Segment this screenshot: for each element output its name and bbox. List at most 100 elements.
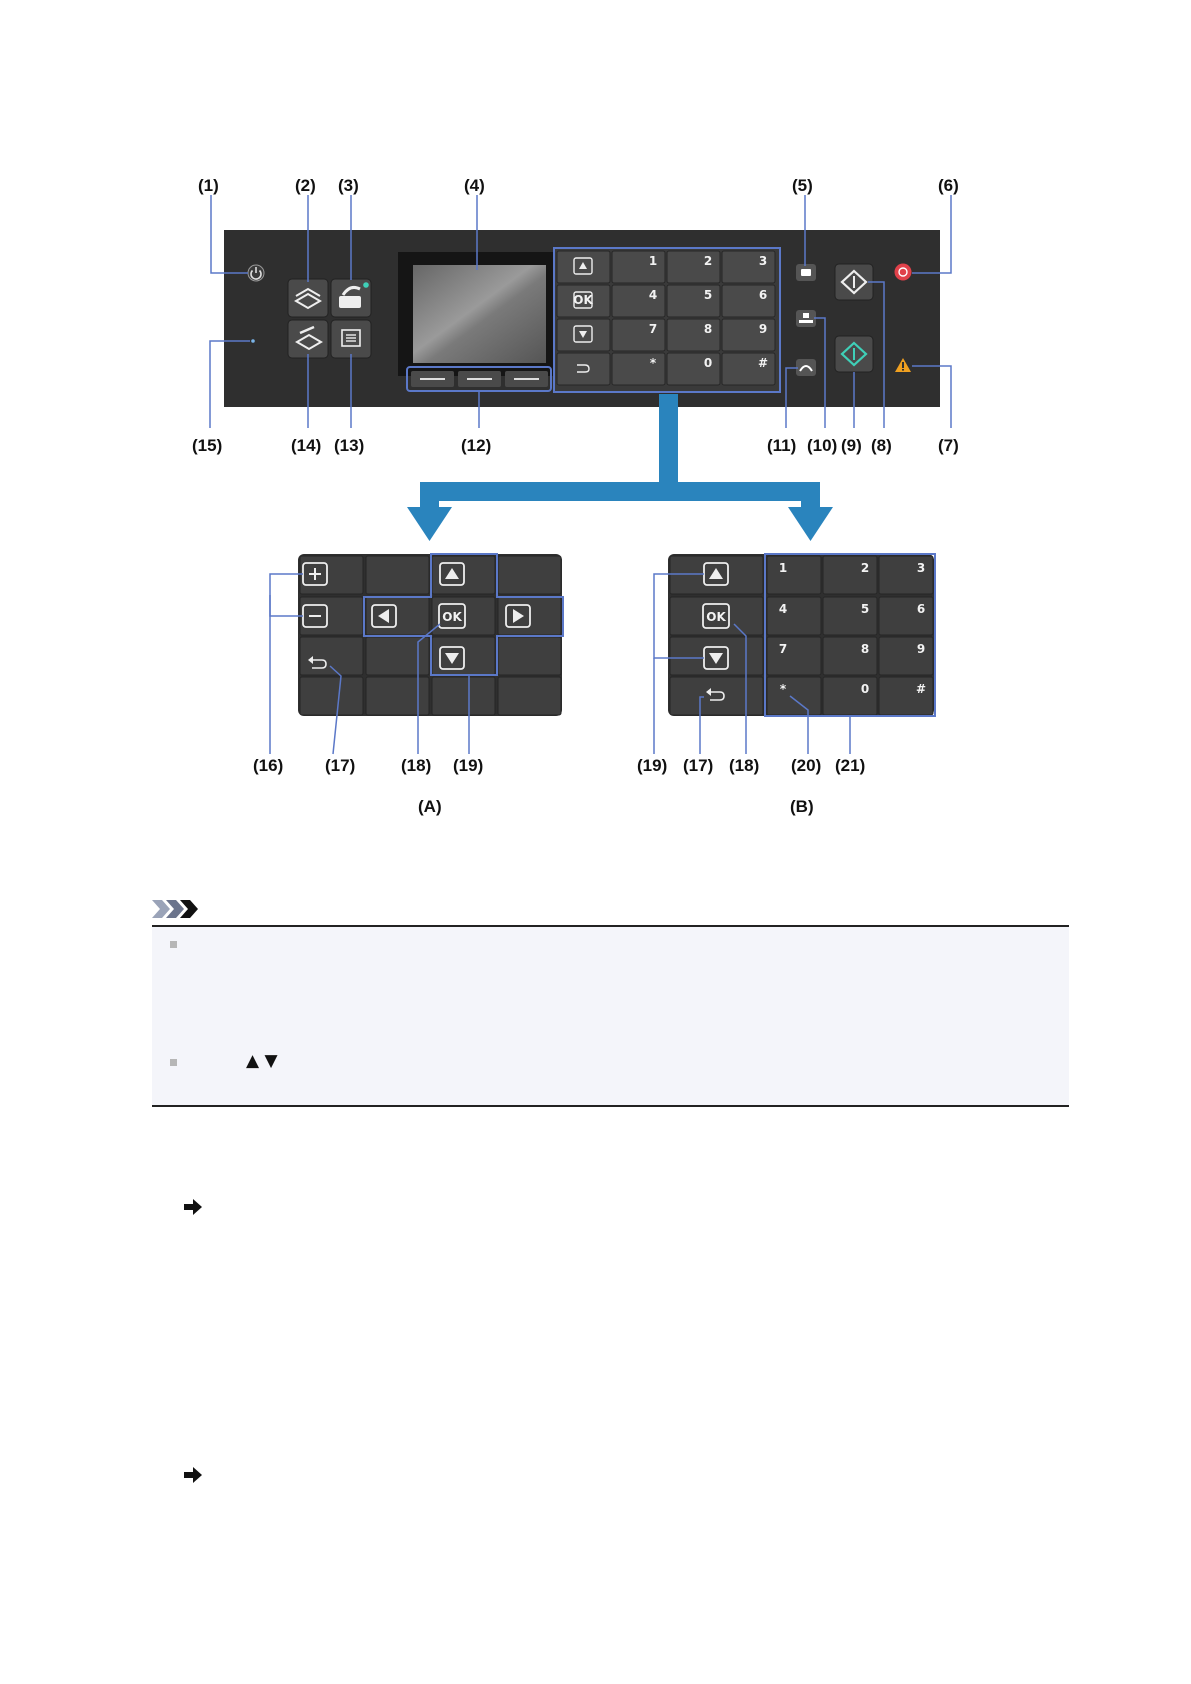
left-button-a[interactable]: [371, 604, 397, 628]
callout-14: (14): [291, 436, 321, 455]
callout-7: (7): [938, 436, 959, 455]
ok-button-b[interactable]: OK: [702, 603, 730, 629]
cursor-keys-highlight: [363, 553, 564, 676]
copy-button[interactable]: [287, 278, 329, 318]
panel-b-digit-key[interactable]: [822, 596, 878, 636]
main-digit-label: #: [758, 356, 768, 370]
ok-label-a: OK: [442, 610, 462, 624]
callout-2: (2): [295, 176, 316, 195]
panel-b-digit-key[interactable]: [878, 636, 934, 676]
callout-6: (6): [938, 176, 959, 195]
callout-15: (15): [192, 436, 222, 455]
main-digit-key[interactable]: [611, 250, 666, 284]
panel-b-nav-cell: [669, 596, 764, 636]
callout-18-a: (18): [401, 756, 431, 775]
panel-b-digit-key[interactable]: [878, 555, 934, 595]
callout-20: (20): [791, 756, 821, 775]
panel-b-digit-key[interactable]: [822, 555, 878, 595]
main-digit-key[interactable]: [721, 250, 776, 284]
panel-a-cell: [365, 596, 430, 636]
main-digit-label: 6: [759, 288, 767, 302]
main-digit-key[interactable]: [611, 318, 666, 352]
note-bullet-1: [170, 941, 177, 948]
callout-18-b: (18): [729, 756, 759, 775]
up-arrow-icon-frame: [573, 257, 593, 275]
menu-list-icon: [341, 329, 361, 347]
hook-button[interactable]: [796, 359, 816, 376]
ok-label-b: OK: [706, 610, 726, 624]
panel-b-digit-label: 4: [779, 602, 787, 616]
ok-icon-frame: [573, 291, 593, 309]
panel-b-digit-key[interactable]: [822, 636, 878, 676]
scan-button[interactable]: [287, 319, 329, 359]
tone-button[interactable]: [796, 310, 816, 327]
down-arrow-icon-b: [709, 653, 723, 664]
panel-b-digit-label: 5: [861, 602, 869, 616]
main-digit-key[interactable]: [666, 284, 721, 318]
callout-19-b: (19): [637, 756, 667, 775]
panel-a-cell: [431, 596, 496, 636]
panel-b-digit-label: 7: [779, 642, 787, 656]
black-button[interactable]: [796, 264, 816, 281]
main-digit-label: 1: [649, 254, 657, 268]
main-digit-key[interactable]: [721, 284, 776, 318]
main-digit-label: 8: [704, 322, 712, 336]
panel-b-digit-label: 9: [917, 642, 925, 656]
main-digit-label: 9: [759, 322, 767, 336]
scan-icon: [295, 325, 323, 351]
panel-b-nav-cell: [669, 676, 764, 716]
main-digit-key[interactable]: [666, 352, 721, 386]
main-nav-key[interactable]: [556, 284, 611, 318]
link-arrow-icon[interactable]: [184, 1467, 202, 1483]
main-digit-key[interactable]: [611, 352, 666, 386]
panel-a-cell: [497, 676, 562, 716]
panel-b-digit-key[interactable]: [766, 676, 822, 716]
back-button-a[interactable]: [308, 656, 327, 669]
power-button[interactable]: [247, 264, 265, 282]
main-digit-key[interactable]: [721, 352, 776, 386]
main-digit-key[interactable]: [611, 284, 666, 318]
panel-a-cell: [497, 555, 562, 595]
keypad-panel-a: OK: [298, 553, 564, 716]
alarm-lamp: [895, 358, 911, 372]
left-arrow-icon: [378, 609, 389, 623]
back-button-b[interactable]: [706, 688, 725, 701]
callout-10: (10): [807, 436, 837, 455]
down-arrow-icon: [579, 331, 587, 338]
link-arrow-icon[interactable]: [184, 1199, 202, 1215]
main-digit-label: *: [650, 356, 657, 370]
ok-button-a[interactable]: OK: [438, 603, 466, 629]
color-start-button[interactable]: [834, 335, 874, 373]
panel-b-digit-label: 8: [861, 642, 869, 656]
main-digit-label: 3: [759, 254, 767, 268]
fax-icon: [339, 286, 361, 308]
panel-a-title: (A): [418, 797, 442, 816]
panel-b-digit-key[interactable]: [878, 596, 934, 636]
main-digit-key[interactable]: [721, 318, 776, 352]
panel-b-digit-key[interactable]: [766, 596, 822, 636]
function-button-right[interactable]: [505, 371, 548, 387]
main-digit-key[interactable]: [666, 318, 721, 352]
main-digit-key[interactable]: [666, 250, 721, 284]
fax-button[interactable]: [330, 278, 372, 318]
right-button-a[interactable]: [505, 604, 531, 628]
down-button-a[interactable]: [439, 646, 465, 670]
up-button-a[interactable]: [439, 562, 465, 586]
stop-icon: [898, 267, 908, 277]
panel-b-digit-key[interactable]: [766, 555, 822, 595]
panel-a-cell: [365, 676, 430, 716]
callout-3: (3): [338, 176, 359, 195]
main-nav-key[interactable]: [556, 352, 611, 386]
panel-b-digit-key[interactable]: [766, 636, 822, 676]
power-icon: [250, 267, 262, 280]
color-start-icon: [840, 341, 868, 367]
black-start-button[interactable]: [834, 263, 874, 301]
function-button-left[interactable]: [411, 371, 454, 387]
menu-button[interactable]: [330, 319, 372, 359]
plus-icon: [309, 568, 321, 580]
stop-button[interactable]: [894, 263, 912, 281]
function-button-center[interactable]: [458, 371, 501, 387]
